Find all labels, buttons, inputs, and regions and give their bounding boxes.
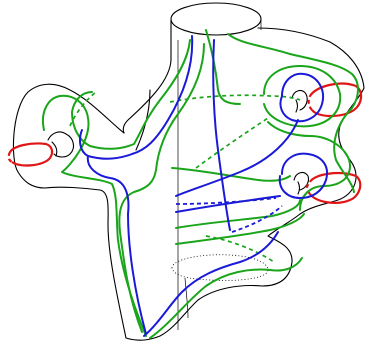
- blue-curve-left-upper: [79, 35, 194, 160]
- green-curve-mid-2: [175, 199, 301, 229]
- left-red-circle: [9, 142, 54, 167]
- right-body-outline: [125, 27, 365, 341]
- green-curve-top-1: [205, 29, 241, 105]
- blue-curves: [79, 35, 328, 337]
- upper-right-red-circle: [309, 82, 363, 118]
- green-loop-upper-right: [263, 65, 342, 128]
- right-upper-handle: [291, 89, 308, 111]
- green-curve-right-outer: [227, 33, 359, 193]
- blue-dashed-curves: [175, 197, 283, 233]
- green-curve-left-upper: [71, 39, 191, 150]
- blue-dashed-lower: [231, 205, 283, 233]
- inner-fold-line: [184, 277, 189, 319]
- top-boundary-circle: [170, 2, 262, 36]
- green-curve-right-mid: [267, 121, 351, 211]
- right-lower-handle: [293, 171, 310, 191]
- green-curve-left-arm: [42, 94, 147, 337]
- green-curve-mid-3: [175, 213, 305, 245]
- green-dashed-curves: [69, 91, 301, 263]
- green-dashed-lower: [205, 235, 275, 263]
- blue-dashed-mid: [175, 197, 277, 205]
- handles: [47, 89, 310, 195]
- green-dashed-diag: [195, 117, 269, 169]
- red-circles: [7, 82, 363, 204]
- left-red-circle-back: [7, 151, 13, 163]
- lower-right-red-circle: [309, 172, 362, 204]
- blue-curve-left-arm: [86, 155, 147, 335]
- surface-outline: [12, 2, 365, 341]
- left-handle-lower: [51, 141, 58, 157]
- blue-curve-mid: [175, 119, 299, 197]
- blue-loop-upper-right: [279, 72, 324, 123]
- green-curve-left-main: [118, 43, 205, 333]
- right-lower-handle-lower: [297, 181, 301, 195]
- blue-curve-bottom: [143, 231, 279, 337]
- green-dashed-top: [169, 94, 301, 103]
- blue-curve-mid-low: [175, 195, 281, 213]
- upper-right-red-circle-back: [307, 95, 313, 111]
- blue-loop-lower-right: [278, 152, 328, 199]
- green-curves: [42, 29, 359, 339]
- blue-curve-vertical: [212, 39, 231, 231]
- left-arm-outline: [12, 83, 127, 339]
- cylinder-left-wall: [122, 19, 172, 134]
- green-dashed-left: [69, 91, 97, 127]
- left-handle-upper: [47, 131, 75, 158]
- green-curve-bottom: [149, 257, 303, 339]
- right-upper-handle-lower: [295, 99, 299, 113]
- lower-right-red-circle-back: [305, 181, 311, 195]
- green-curve-mid-1: [171, 167, 291, 182]
